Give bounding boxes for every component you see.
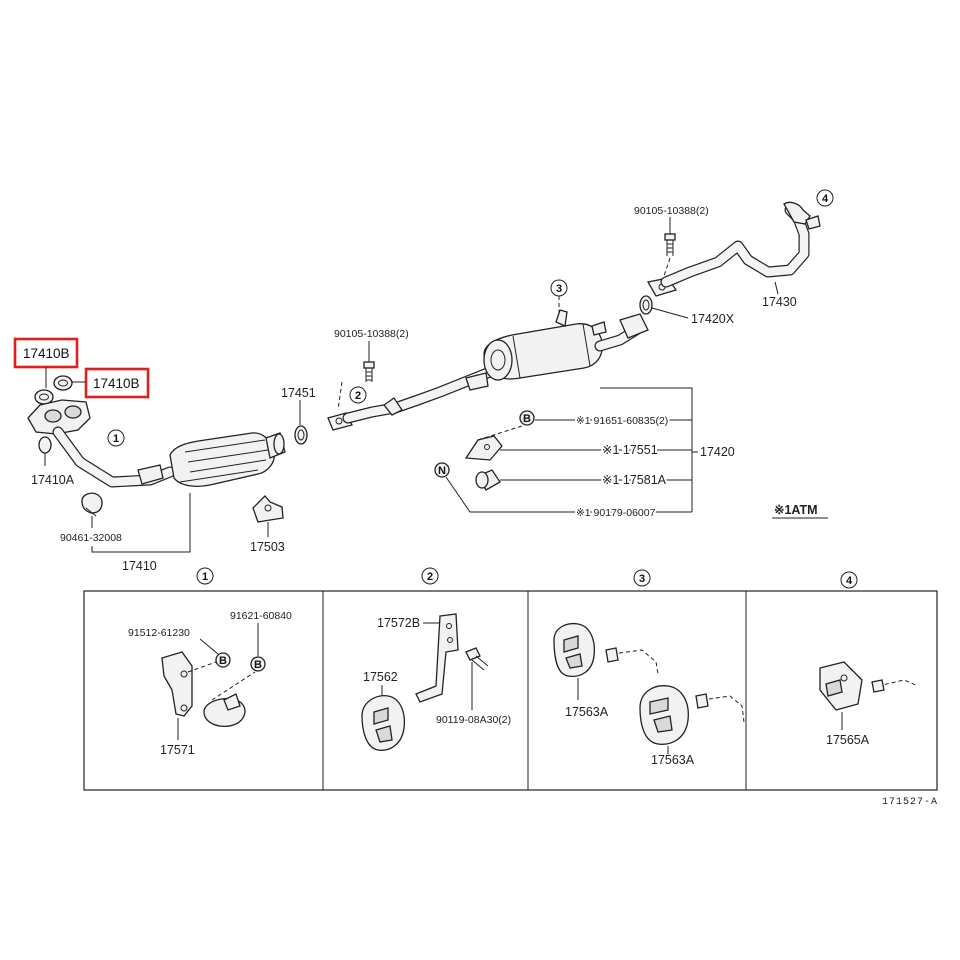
label-90119-08a30: 90119-08A30(2) — [436, 714, 511, 726]
hanger-17563a-b — [639, 685, 689, 754]
label-17420: 17420 — [700, 445, 735, 459]
leader-91512 — [199, 638, 219, 655]
label-17551: ※1 17551 — [602, 443, 658, 457]
bracket-17571 — [161, 651, 256, 740]
hanger3-pin-a-end — [605, 647, 619, 663]
label-17565a: 17565A — [826, 733, 870, 747]
panel-1-header: 1 — [202, 571, 208, 583]
label-91651: ※1 91651-60835(2) — [576, 415, 668, 427]
gasket-ring-right — [53, 375, 86, 391]
label-90105-10388-top: 90105-10388(2) — [634, 205, 709, 217]
muffler-17420 — [483, 309, 649, 381]
label-17410b-left: 17410B — [23, 346, 70, 361]
callout-4-ring — [816, 189, 834, 207]
callout-n: N — [438, 465, 446, 477]
panel-4-ring — [840, 571, 858, 589]
panel1-b1: B — [219, 655, 227, 667]
label-90461-32008: 90461-32008 — [60, 532, 122, 544]
panel-2-ring — [421, 567, 439, 585]
label-17563a-b: 17563A — [651, 753, 695, 767]
reference-code: 171527-A — [882, 797, 938, 808]
hanger-17563a-a — [553, 622, 596, 700]
hanger3-pin-a — [611, 649, 659, 675]
dash-2 — [337, 381, 343, 411]
panel-2-header: 2 — [427, 571, 433, 583]
label-17503: 17503 — [250, 540, 285, 554]
label-17581a: ※1 17581A — [602, 473, 667, 487]
leader-17410 — [91, 493, 191, 553]
callout-3: 3 — [556, 283, 562, 295]
detail-panels — [83, 590, 938, 791]
legend-atm: ※1ATM — [774, 503, 818, 517]
hanger-17565a — [819, 661, 919, 730]
callout-b-ring — [519, 410, 535, 426]
leader-17430 — [774, 281, 779, 295]
bolt-90105-top — [663, 217, 676, 277]
label-91621-60840: 91621-60840 — [230, 610, 292, 622]
label-17451: 17451 — [281, 386, 316, 400]
front-pipe-17410 — [27, 399, 286, 488]
leader-17420-bracket — [600, 387, 693, 512]
leader-90179 — [445, 476, 692, 513]
bracket-17551 — [464, 424, 692, 461]
gasket-17410a — [38, 436, 52, 466]
panel-4-header: 4 — [846, 575, 853, 587]
callout-4: 4 — [822, 193, 829, 205]
label-17420x: 17420X — [691, 312, 735, 326]
gasket-ring-left — [34, 367, 54, 405]
bolt-90105-mid — [363, 341, 375, 382]
label-17563a-a: 17563A — [565, 705, 609, 719]
label-17430: 17430 — [762, 295, 797, 309]
tail-pipe-17430 — [646, 201, 821, 297]
bracket-17503 — [252, 495, 284, 537]
callout-2: 2 — [355, 390, 361, 402]
label-90105-10388-mid: 90105-10388(2) — [334, 328, 409, 340]
label-17572b: 17572B — [377, 616, 420, 630]
callout-1-front-ring — [107, 429, 125, 447]
bracket-17572b — [415, 613, 459, 703]
label-90179: ※1 90179-06007 — [576, 507, 656, 519]
label-17562: 17562 — [363, 670, 398, 684]
callout-2-ring — [349, 386, 367, 404]
panel1-b2: B — [254, 659, 262, 671]
gasket-17420x — [639, 295, 689, 319]
label-17571: 17571 — [160, 743, 195, 757]
panel-1-ring — [196, 567, 214, 585]
bolt-90119 — [465, 647, 489, 710]
highlight-box-right — [84, 367, 150, 399]
hanger-17562 — [361, 695, 406, 751]
panel1-b1-ring — [215, 652, 231, 668]
panel1-b2-ring — [250, 656, 266, 672]
label-91512-61230: 91512-61230 — [128, 627, 190, 639]
hanger3-pin-b — [701, 695, 745, 723]
clamp-90461 — [81, 492, 103, 528]
label-17410a: 17410A — [31, 473, 75, 487]
hanger3-pin-b-end — [695, 693, 709, 709]
insulator-17581a — [475, 469, 692, 491]
callout-n-ring — [434, 462, 450, 478]
callout-1-front: 1 — [113, 433, 119, 445]
panel-3-ring — [633, 569, 651, 587]
label-17410b-right: 17410B — [93, 376, 140, 391]
label-17410: 17410 — [122, 559, 157, 573]
panel-3-header: 3 — [639, 573, 645, 585]
gasket-17451 — [294, 400, 308, 445]
callout-b: B — [523, 413, 531, 425]
center-pipe — [327, 366, 496, 431]
